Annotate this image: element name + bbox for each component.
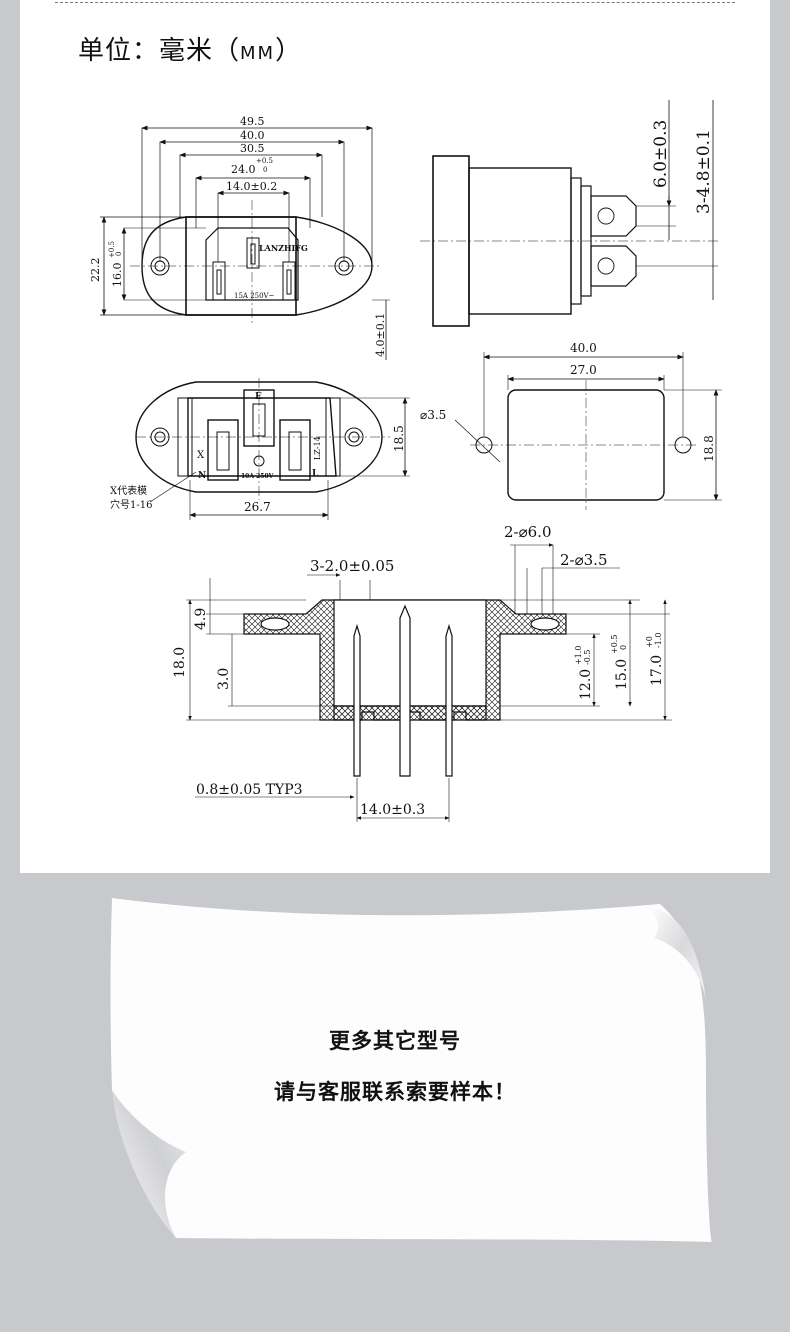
label-e: E <box>255 392 262 402</box>
unit-label: 单位：毫米（MM） <box>78 30 302 67</box>
dim-3-2-0: 3-2.0±0.05 <box>310 557 394 575</box>
dim-6-0: 6.0±0.3 <box>651 120 671 188</box>
dim-4-0: 4.0±0.1 <box>374 313 387 357</box>
technical-drawing: 49.5 40.0 30.5 24.0 +0.5 0 14.0±0.2 LANZ… <box>89 100 722 822</box>
dim-pin-spacing: 14.0±0.3 <box>360 802 425 818</box>
side-view <box>420 100 720 327</box>
top-divider <box>55 2 735 3</box>
brand-marking: LANZHIFG <box>259 243 308 253</box>
cutout-view-labels: 40.0 27.0 ⌀3.5 18.8 <box>420 341 716 462</box>
dim-22-2: 22.2 <box>89 258 102 283</box>
dim-2-3-5: 2-⌀3.5 <box>560 551 608 569</box>
label-x: X <box>197 450 205 461</box>
dim-12-0-tol-upper: +1.0 <box>574 646 583 665</box>
unit-text: 单位：毫米（ <box>78 36 241 66</box>
back-view-labels: E N L X LZ-14 10A 250V~ 18.5 26.7 X代表模 穴… <box>110 392 406 514</box>
drawing-panel <box>20 0 770 873</box>
dim-16-0-tol-upper: +0.5 <box>108 241 116 258</box>
cavity-note-line1: X代表模 <box>110 484 147 497</box>
dim-24-0-tol-upper: +0.5 <box>256 157 273 165</box>
dim-18-0: 18.0 <box>172 647 188 678</box>
cutout-view <box>454 352 722 510</box>
dim-3-4-8: 3-4.8±0.1 <box>694 129 714 214</box>
dim-24-0-tol-lower: 0 <box>263 166 267 174</box>
dim-16-0-tol-lower: 0 <box>115 252 123 256</box>
label-l: L <box>312 469 319 479</box>
dim-hole: ⌀3.5 <box>420 408 446 422</box>
dim-16-0: 16.0 <box>111 263 124 288</box>
dim-15-0-tol-lower: 0 <box>619 645 628 650</box>
dim-18-8: 18.8 <box>702 435 716 462</box>
unit-close: ） <box>275 36 303 66</box>
label-n: N <box>198 471 206 481</box>
section-view <box>186 543 672 822</box>
dim-17-0-tol-lower: -1.0 <box>654 633 663 648</box>
side-view-labels: 6.0±0.3 3-4.8±0.1 <box>651 120 714 214</box>
dim-49-5: 49.5 <box>240 115 265 128</box>
dim-pin: 0.8±0.05 TYP3 <box>196 782 303 798</box>
dim-15-0: 15.0 <box>614 659 630 690</box>
dim-18-5: 18.5 <box>392 425 406 452</box>
dim-17-0-tol-upper: +0 <box>645 636 654 648</box>
model-marking: LZ-14 <box>313 436 322 460</box>
dim-3-0: 3.0 <box>216 668 232 690</box>
front-view-labels: 49.5 40.0 30.5 24.0 +0.5 0 14.0±0.2 LANZ… <box>89 115 387 357</box>
dim-24-0: 24.0 <box>231 163 256 176</box>
dim-cutout-27-0: 27.0 <box>570 363 597 377</box>
unit-mm: MM <box>240 43 276 64</box>
paper-sheet <box>110 898 712 1242</box>
dim-17-0: 17.0 <box>649 655 665 686</box>
cavity-note-line2: 穴号1-16 <box>110 498 152 511</box>
front-view <box>100 125 390 360</box>
dim-40-0: 40.0 <box>240 129 265 142</box>
dim-4-9: 4.9 <box>193 608 209 630</box>
section-view-labels: 2-⌀6.0 3-2.0±0.05 2-⌀3.5 4.9 18.0 3.0 12… <box>172 523 665 818</box>
dim-12-0-tol-lower: -0.5 <box>583 650 592 665</box>
notice-line1: 更多其它型号 <box>329 1029 461 1053</box>
dim-cutout-40-0: 40.0 <box>570 341 597 355</box>
dim-26-7: 26.7 <box>244 500 271 514</box>
front-rating: 15A 250V~ <box>234 292 275 300</box>
dim-15-0-tol-upper: +0.5 <box>610 635 619 654</box>
dim-14-0: 14.0±0.2 <box>226 180 277 193</box>
dim-12-0: 12.0 <box>578 669 594 700</box>
back-rating: 10A 250V~ <box>241 473 278 480</box>
notice-line2: 请与客服联系索要样本！ <box>274 1080 516 1104</box>
dim-2-6-0: 2-⌀6.0 <box>504 523 552 541</box>
back-view <box>135 378 410 520</box>
dim-30-5: 30.5 <box>240 142 265 155</box>
